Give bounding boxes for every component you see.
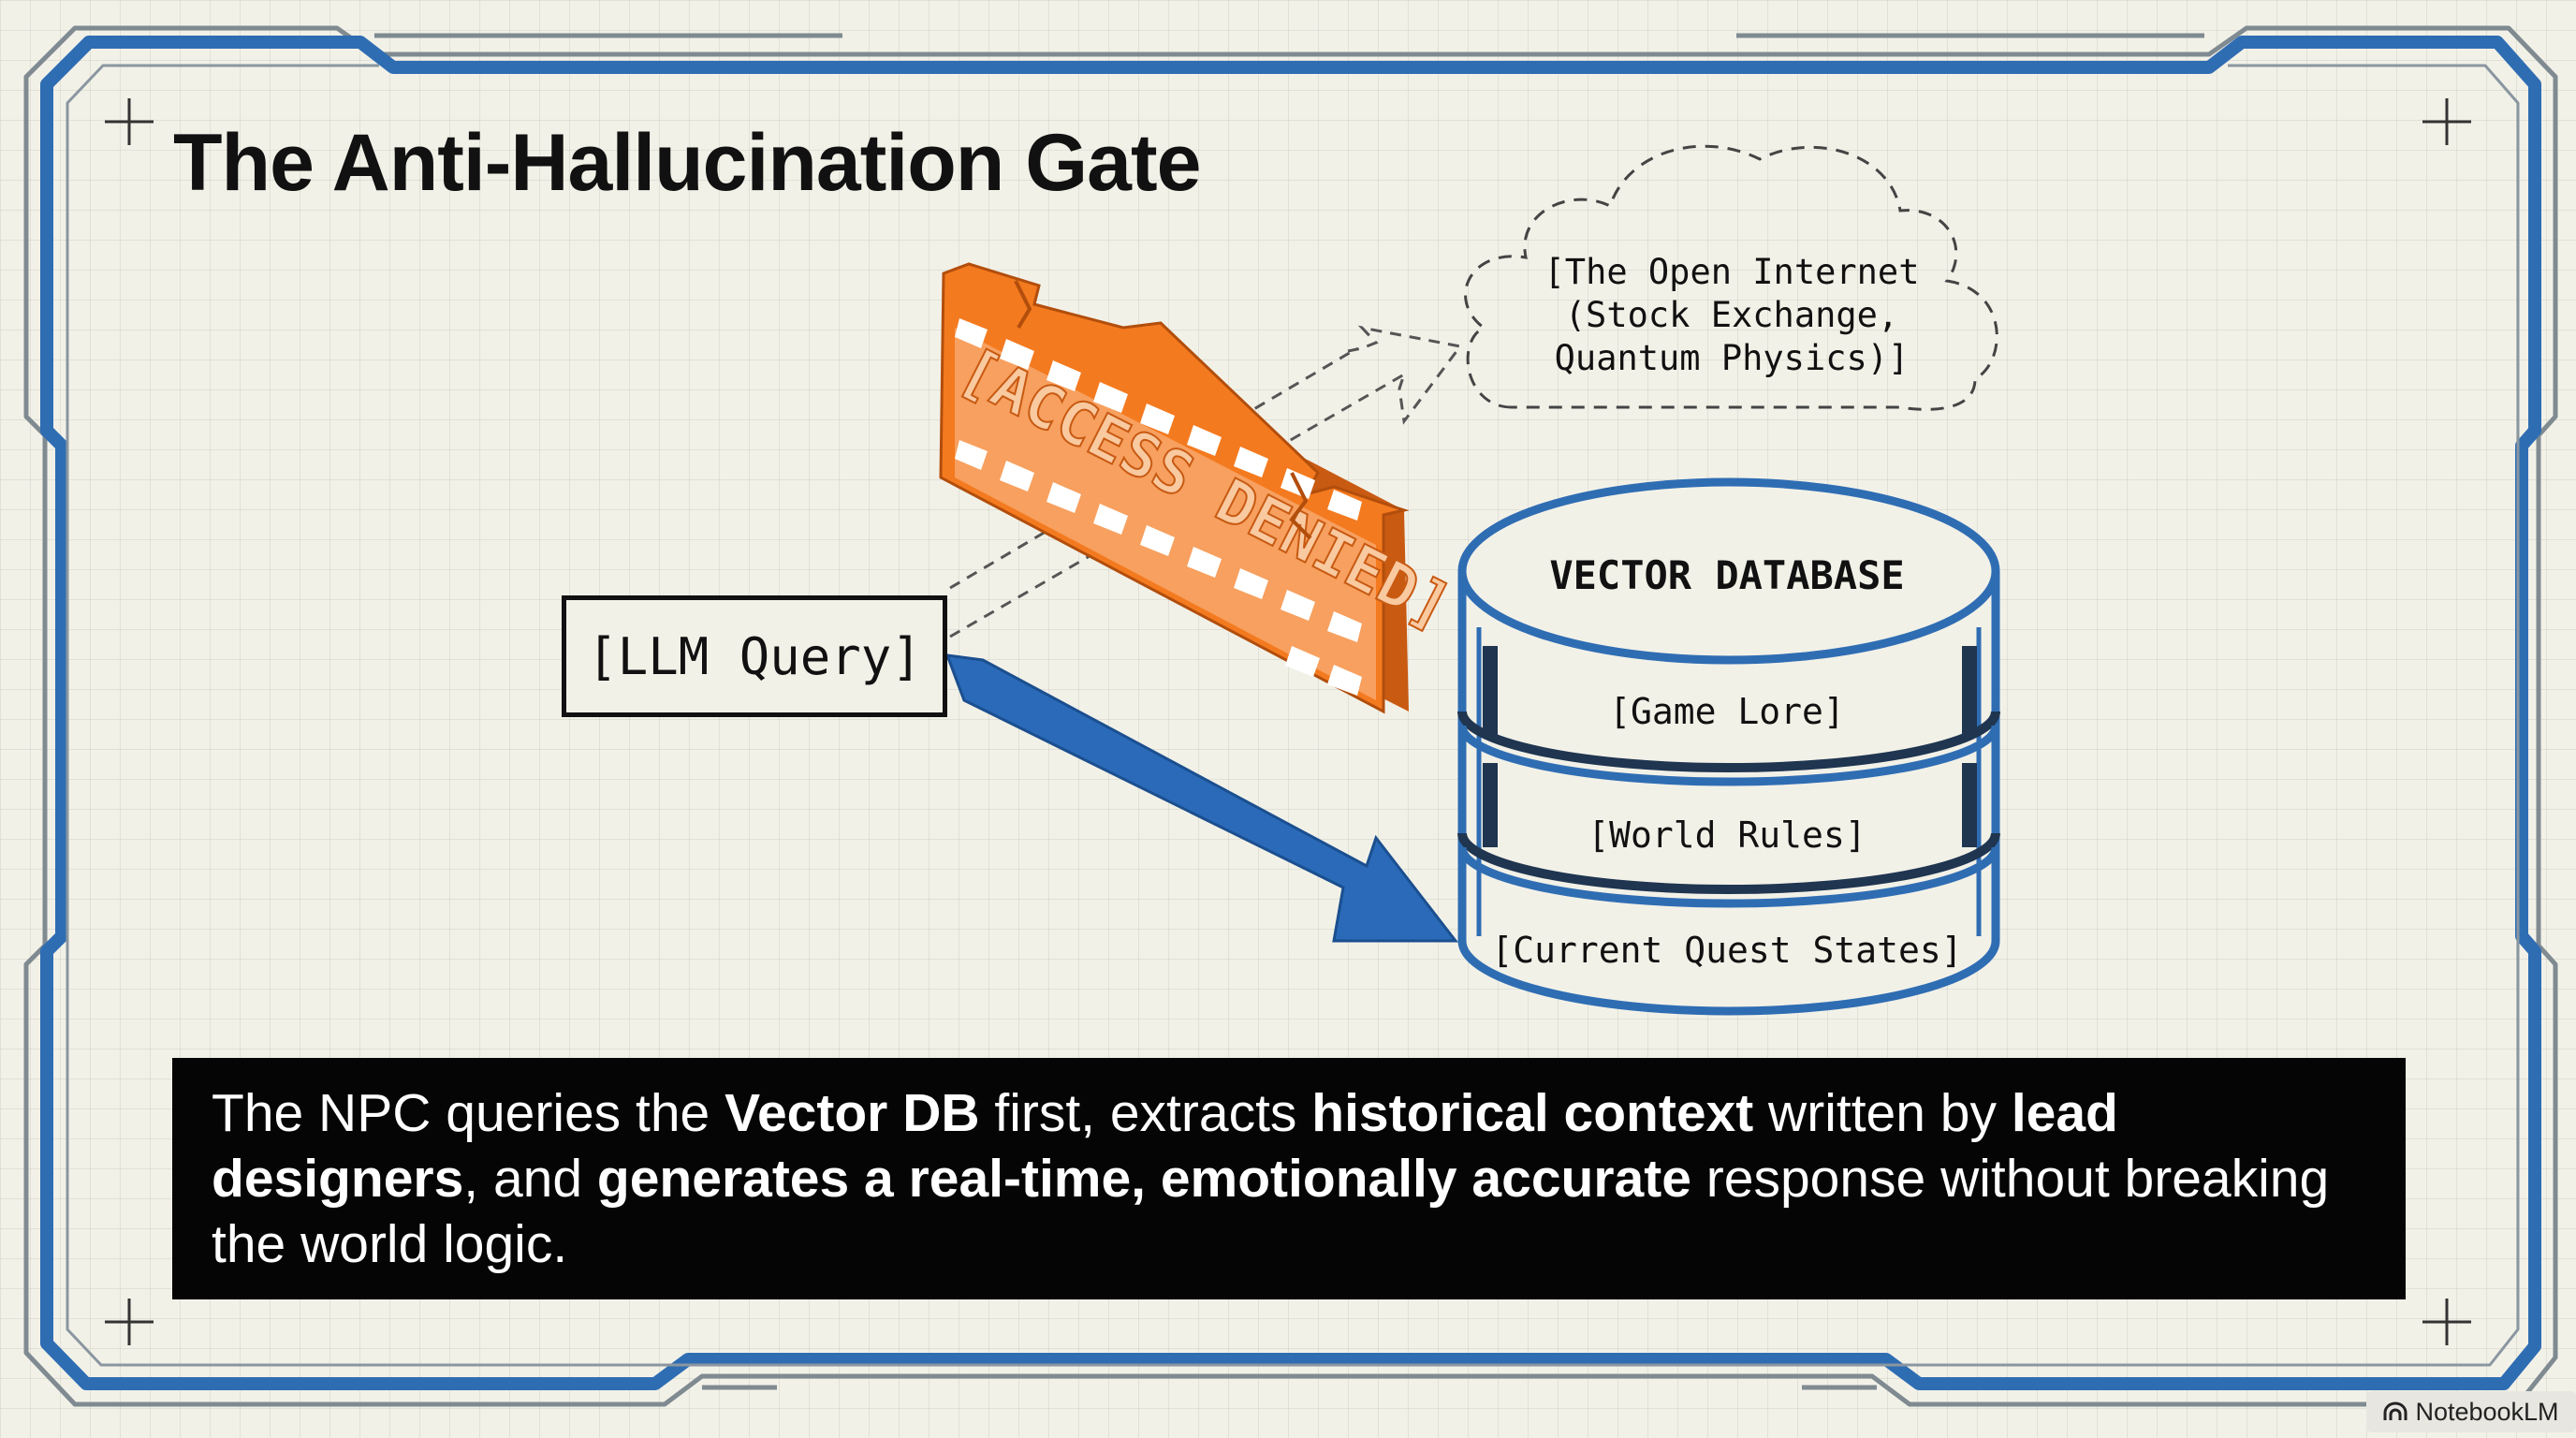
cloud-line: Quantum Physics)] <box>1554 338 1910 378</box>
llm-query-label: [LLM Query] <box>587 626 922 686</box>
database-title: VECTOR DATABASE <box>1549 552 1905 598</box>
caption-text: The NPC queries the <box>212 1083 725 1143</box>
caption-emphasis: lead designers <box>212 1083 2118 1209</box>
vector-database-cylinder <box>1457 477 2000 1016</box>
crosshair-icon-top-left <box>105 98 154 145</box>
cloud-line: (Stock Exchange, <box>1564 295 1899 335</box>
database-layer-quest-states: [Current Quest States] <box>1491 930 1963 971</box>
caption-text: , and <box>463 1149 597 1209</box>
query-to-database-arrow <box>944 653 1459 943</box>
notebooklm-logo-icon <box>2383 1401 2408 1420</box>
llm-query-box: [LLM Query] <box>562 595 947 717</box>
notebooklm-watermark: NotebookLM <box>2366 1391 2576 1432</box>
crosshair-icon-bottom-right <box>2422 1299 2471 1345</box>
crosshair-icon-bottom-left <box>105 1299 154 1345</box>
hud-frame <box>23 25 2558 1407</box>
database-layer-world-rules: [World Rules] <box>1588 814 1866 856</box>
caption-text: response without breaking the world logi… <box>212 1149 2330 1274</box>
cloud-line: [The Open Internet <box>1544 252 1920 292</box>
caption-box: The NPC queries the Vector DB first, ext… <box>172 1058 2406 1299</box>
access-denied-barrier: [ACCESS DENIED] <box>939 262 1462 714</box>
caption-emphasis: historical context <box>1311 1083 1754 1143</box>
database-layer-game-lore: [Game Lore] <box>1609 691 1845 732</box>
crosshair-icon-top-right <box>2422 98 2471 145</box>
open-internet-cloud <box>1464 144 1998 411</box>
caption-emphasis: Vector DB <box>724 1083 980 1143</box>
caption-emphasis: generates a real-time, emotionally accur… <box>596 1149 1691 1209</box>
caption-text: first, extracts <box>979 1083 1312 1143</box>
caption-text: written by <box>1753 1083 2012 1143</box>
watermark-label: NotebookLM <box>2415 1397 2559 1426</box>
open-internet-label: [The Open Internet (Stock Exchange, Quan… <box>1498 251 1966 380</box>
slide-title: The Anti-Hallucination Gate <box>173 118 1201 208</box>
